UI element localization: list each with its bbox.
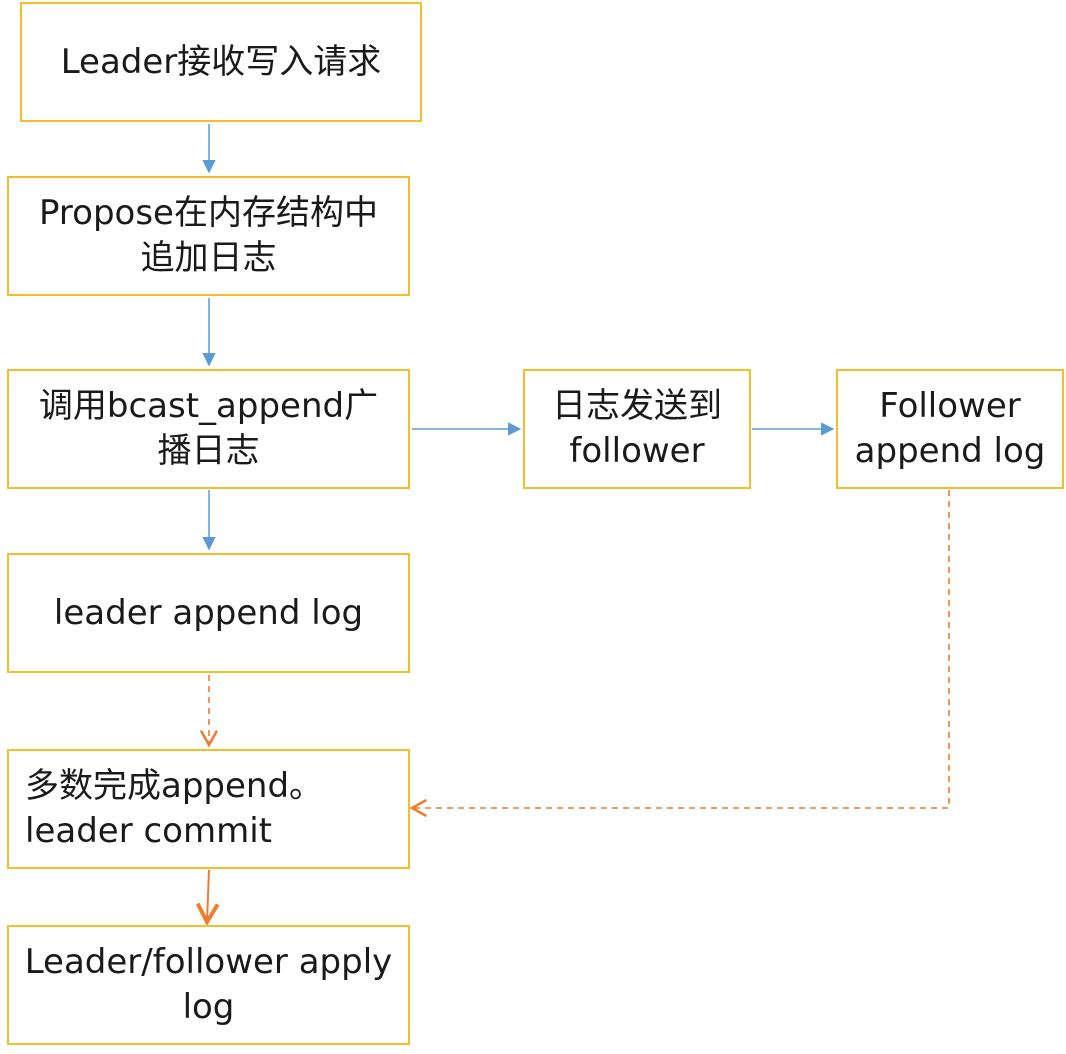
node-propose-line-2: 追加日志 [140, 238, 277, 278]
node-majority-commit: 多数完成append。 leader commit [7, 749, 410, 869]
node-bcast-append: 调用bcast_append广 播日志 [7, 369, 410, 489]
node-bcast-append-line-1: 调用bcast_append广 [38, 386, 379, 426]
node-send-to-follower: 日志发送到 follower [523, 369, 751, 489]
node-leader-receive-line-1: Leader接收写入请求 [60, 41, 382, 82]
edge-follower-append-to-commit [409, 490, 950, 818]
node-leader-append: leader append log [7, 553, 410, 673]
node-send-to-follower-line-1: 日志发送到 [552, 386, 722, 426]
node-follower-append-line-1: Follower [879, 386, 1021, 426]
node-apply-line-2: log [182, 987, 235, 1027]
node-leader-receive: Leader接收写入请求 [20, 2, 422, 122]
node-follower-append-line-2: append log [854, 431, 1046, 471]
edge-commit-to-apply [207, 869, 209, 922]
node-send-to-follower-line-2: follower [569, 431, 705, 471]
node-apply-line-1: Leader/follower apply [24, 942, 393, 982]
node-leader-append-line-1: leader append log [53, 592, 364, 633]
node-majority-commit-line-1: 多数完成append。 [25, 766, 324, 806]
node-bcast-append-line-2: 播日志 [157, 431, 260, 471]
node-majority-commit-line-2: leader commit [25, 811, 272, 851]
node-propose-line-1: Propose在内存结构中 [39, 193, 378, 233]
node-follower-append: Follower append log [836, 369, 1064, 489]
node-propose: Propose在内存结构中 追加日志 [7, 176, 410, 296]
node-apply: Leader/follower apply log [7, 925, 410, 1045]
